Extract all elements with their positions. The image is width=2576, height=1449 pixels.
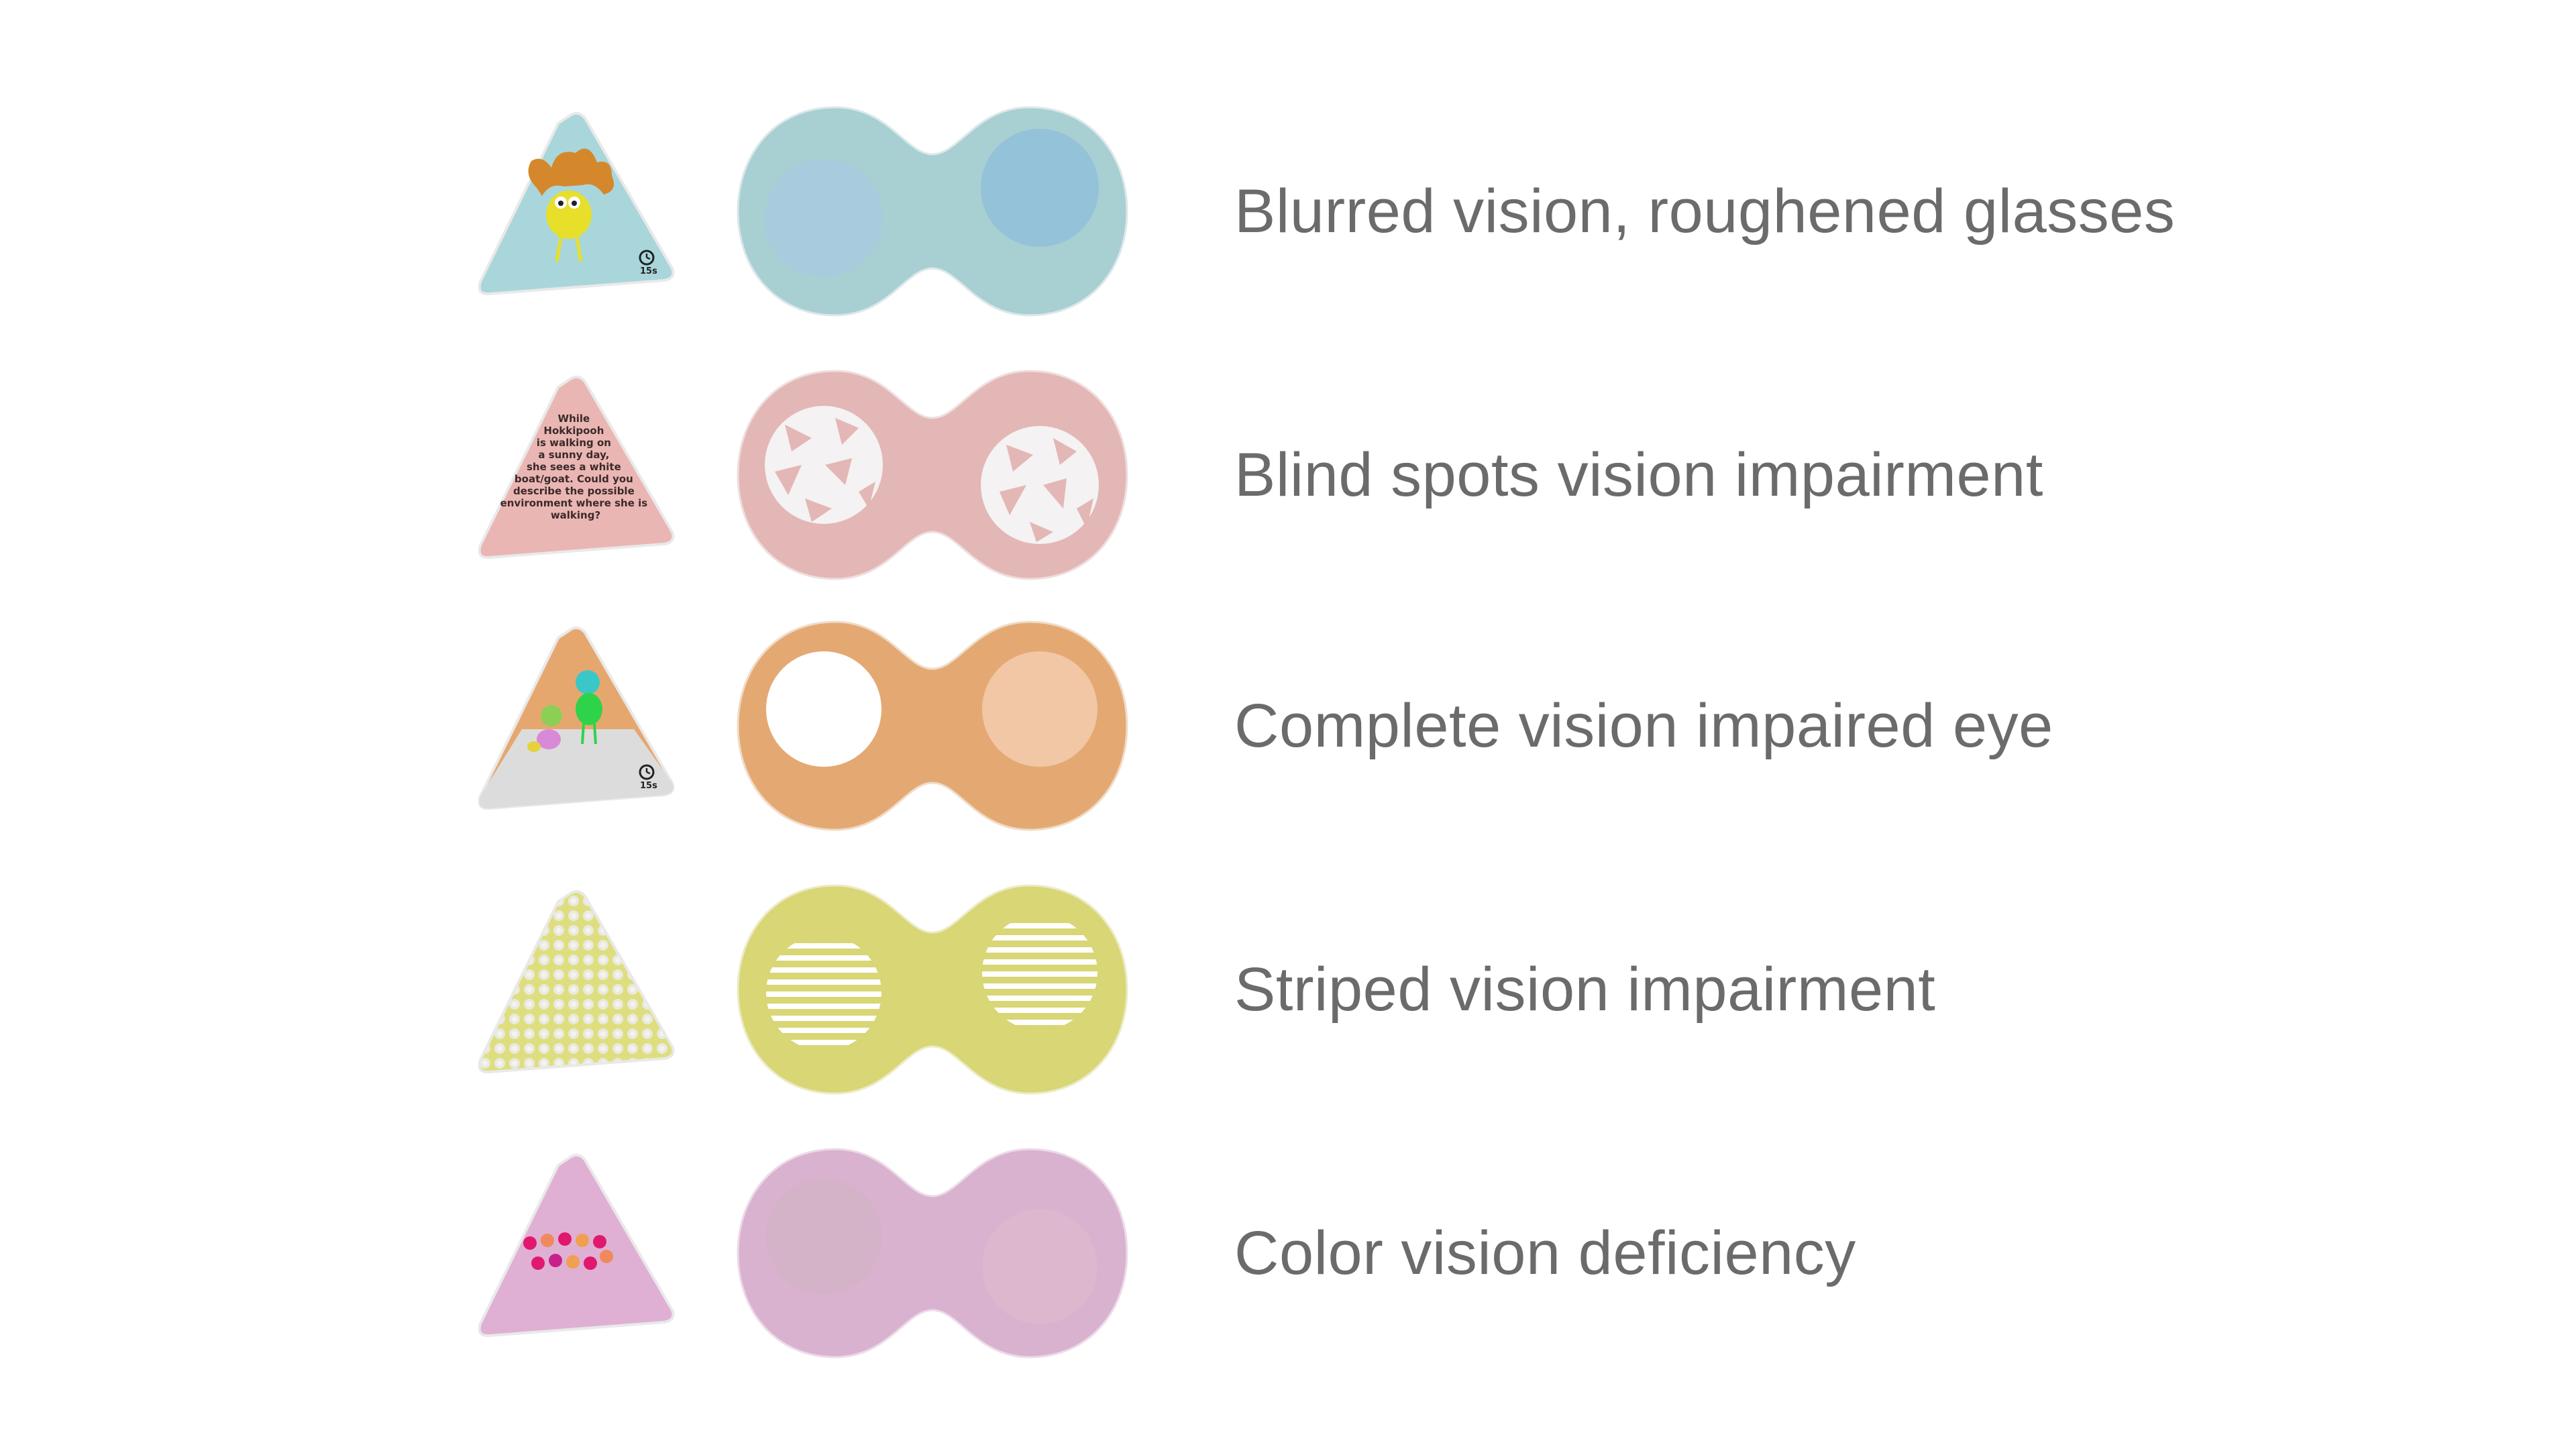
lens-right	[982, 915, 1097, 1030]
impairment-row-complete: 15s Complete vision impaired eye	[0, 615, 2576, 857]
card-timer: 15s	[640, 266, 657, 276]
glasses-color[interactable]	[724, 1142, 1140, 1364]
glasses-icon	[737, 106, 1128, 317]
impairment-label: Blurred vision, roughened glasses	[1234, 177, 2176, 246]
lens-left	[766, 1179, 881, 1294]
glasses-blind-spots[interactable]	[724, 364, 1140, 586]
card-blurred: 15s	[463, 101, 684, 309]
triangle-card-icon	[478, 890, 675, 1074]
monsters-illustration	[527, 670, 602, 752]
lens-left	[765, 406, 883, 524]
glasses-icon	[737, 370, 1128, 580]
glasses-icon	[737, 621, 1128, 831]
triangle-card-icon	[478, 1153, 675, 1338]
glasses-blurred[interactable]	[724, 101, 1140, 322]
monster-illustration	[528, 148, 614, 262]
triangle-card-icon: While Hokkipooh is walking on a sunny da…	[478, 375, 675, 559]
lens-left	[765, 159, 883, 277]
triangle-card-icon: 15s	[478, 111, 675, 296]
lens-left	[766, 651, 881, 767]
impairment-row-color: Color vision deficiency	[0, 1142, 2576, 1384]
card-blind-spots: While Hokkipooh is walking on a sunny da…	[463, 364, 684, 572]
card-striped	[463, 879, 684, 1087]
lens-left	[766, 935, 881, 1051]
glasses-icon	[737, 1148, 1128, 1358]
impairment-label: Blind spots vision impairment	[1234, 441, 2043, 509]
impairment-label: Complete vision impaired eye	[1234, 692, 2053, 760]
impairment-row-striped: Striped vision impairment	[0, 879, 2576, 1120]
lens-right	[981, 129, 1099, 247]
impairment-label: Striped vision impairment	[1234, 955, 1936, 1024]
card-color	[463, 1142, 684, 1350]
impairment-row-blind-spots: While Hokkipooh is walking on a sunny da…	[0, 364, 2576, 606]
lens-right	[981, 426, 1099, 544]
card-question: While Hokkipooh is walking on a sunny da…	[500, 413, 651, 521]
card-complete: 15s	[463, 615, 684, 823]
triangle-card-icon: 15s	[478, 626, 675, 810]
clock-icon	[639, 250, 655, 266]
lens-right	[982, 1209, 1097, 1324]
impairment-label: Color vision deficiency	[1234, 1219, 1856, 1287]
flowers-illustration	[523, 1232, 613, 1270]
glasses-icon	[737, 884, 1128, 1095]
clock-icon	[639, 764, 655, 780]
glasses-striped[interactable]	[724, 879, 1140, 1100]
card-timer: 15s	[640, 781, 657, 791]
impairment-row-blurred: 15s Blurred vision, roughened glasses	[0, 101, 2576, 342]
glasses-complete[interactable]	[724, 615, 1140, 837]
